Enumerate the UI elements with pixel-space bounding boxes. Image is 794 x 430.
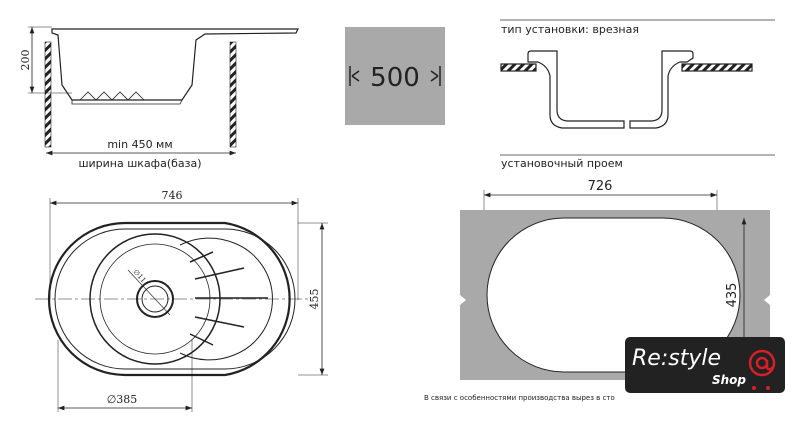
bowl-diameter: ∅385 — [107, 393, 138, 406]
logo-sub: Shop — [712, 373, 746, 387]
restyle-shop-logo[interactable]: Re:style Shop — [625, 337, 785, 393]
cabinet-wall-left — [44, 41, 52, 148]
min-width-label: min 450 мм — [107, 138, 172, 151]
cutout-opening — [486, 217, 741, 373]
install-type-label: тип установки: врезная — [501, 23, 639, 36]
sink-width: 746 — [162, 189, 183, 202]
cabinet-size-value: 500 — [370, 63, 420, 93]
install-profile — [500, 50, 753, 129]
cabinet-wall-right — [229, 41, 237, 148]
side-view — [28, 26, 299, 156]
sink-height: 455 — [308, 289, 321, 310]
plan-view — [35, 198, 328, 412]
cart-at-icon — [748, 349, 776, 377]
logo-brand: Re:style — [632, 346, 721, 371]
cabinet-width-label: ширина шкафа(база) — [78, 157, 201, 170]
cutout-label: установочный проем — [501, 157, 623, 170]
cutout-width: 726 — [588, 179, 613, 194]
sink-profile — [51, 28, 299, 101]
width-arrow-icon — [349, 66, 441, 86]
depth-dimension: 200 — [19, 50, 32, 71]
cutout-height: 435 — [725, 283, 740, 308]
cabinet-size-badge — [345, 27, 445, 125]
footnote: В связи с особенностями производства выр… — [424, 394, 615, 402]
sink-outline — [47, 221, 291, 377]
drain-grooves — [189, 251, 268, 346]
